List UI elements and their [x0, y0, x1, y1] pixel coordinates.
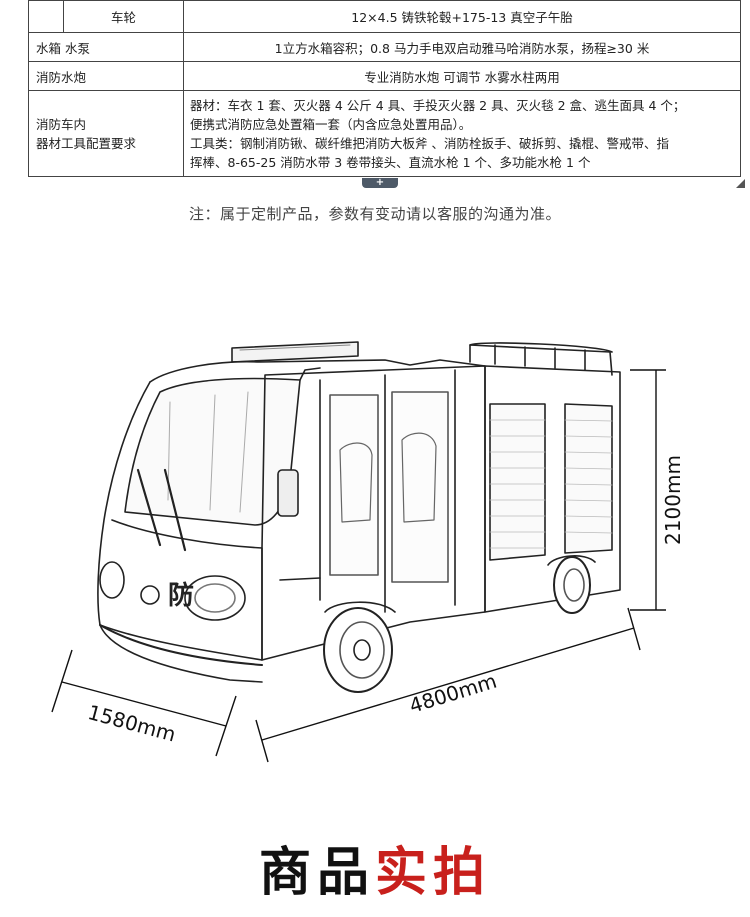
headlight-left — [99, 561, 125, 599]
spec-value-water-tank: 1立方水箱容积；0.8 马力手电双启动雅马哈消防水泵，扬程≥30 米 — [183, 32, 741, 62]
spec-value-equipment-line2: 便携式消防应急处置箱一套（内含应急处置用品）。 — [190, 116, 472, 132]
cab-front-shell — [97, 381, 263, 683]
length-dimension — [255, 607, 641, 763]
cargo-box — [484, 365, 621, 613]
spec-value-equipment-line3: 工具类：钢制消防锹、碳纤维把消防大板斧 、消防栓扳手、破拆剪、撬棍、警戒带、指 — [190, 135, 669, 151]
rear-wheel — [553, 556, 591, 614]
headlight-right — [184, 575, 246, 621]
spec-key-blank — [28, 0, 64, 33]
spec-key-equipment: 消防车内 器材工具配置要求 — [28, 90, 184, 177]
real-photo-heading-part2: 实拍 — [375, 843, 492, 903]
front-emblem — [140, 585, 160, 605]
spec-row-water-cannon: 消防水炮 专业消防水炮 可调节 水雾水柱两用 — [28, 61, 741, 91]
custom-product-note: 注：属于定制产品，参数有变动请以客服的沟通为准。 — [188, 205, 561, 223]
spec-value-wheels: 12×4.5 铸铁轮毂+175-13 真空子午胎 — [183, 0, 741, 33]
cab-roof — [149, 359, 486, 383]
fire-truck-line-drawing: 防 2100mm 4800mm 1580mm — [51, 341, 685, 763]
front-door-character: 防 — [168, 581, 194, 611]
side-mirror — [277, 469, 299, 517]
spec-row-equipment: 消防车内 器材工具配置要求 器材：车衣 1 套、灭火器 4 公斤 4 具、手投灭… — [28, 90, 741, 177]
spec-key-equipment-line1: 消防车内 — [36, 116, 87, 132]
length-dimension-label: 4800mm — [406, 669, 499, 718]
front-wheel — [323, 607, 393, 693]
spec-row-wheels: 车轮 12×4.5 铸铁轮毂+175-13 真空子午胎 — [28, 0, 741, 33]
roof-light-bar — [231, 341, 359, 363]
real-photo-heading: 商品实拍 — [0, 830, 750, 905]
real-photo-heading-part1: 商品 — [258, 843, 375, 903]
truck-outline — [97, 341, 621, 693]
width-dimension-label: 1580mm — [85, 700, 178, 746]
roller-door-right — [564, 403, 613, 554]
width-dimension — [51, 649, 237, 757]
spec-row-water-tank: 水箱 水泵 1立方水箱容积；0.8 马力手电双启动雅马哈消防水泵，扬程≥30 米 — [28, 32, 741, 62]
spec-key-water-tank: 水箱 水泵 — [28, 32, 184, 62]
spec-table: 车轮 12×4.5 铸铁轮毂+175-13 真空子午胎 水箱 水泵 1立方水箱容… — [28, 0, 741, 177]
roof-rack — [469, 344, 613, 376]
spec-value-equipment-line4: 挥棒、8-65-25 消防水带 3 卷带接头、直流水枪 1 个、多功能水枪 1 … — [190, 154, 591, 170]
spec-key-wheels: 车轮 — [63, 0, 184, 33]
height-dimension — [630, 369, 666, 611]
spec-key-water-cannon: 消防水炮 — [28, 61, 184, 91]
resize-corner-icon — [736, 179, 745, 188]
expand-tab-button[interactable]: + — [362, 178, 398, 188]
spec-key-equipment-line2: 器材工具配置要求 — [36, 135, 137, 151]
height-dimension-label: 2100mm — [661, 455, 685, 545]
spec-value-equipment-line1: 器材：车衣 1 套、灭火器 4 公斤 4 具、手投灭火器 2 具、灭火毯 2 盒… — [190, 97, 686, 113]
spec-value-water-cannon: 专业消防水炮 可调节 水雾水柱两用 — [183, 61, 741, 91]
roller-door-left — [489, 403, 546, 561]
spec-value-equipment: 器材：车衣 1 套、灭火器 4 公斤 4 具、手投灭火器 2 具、灭火毯 2 盒… — [183, 90, 741, 177]
